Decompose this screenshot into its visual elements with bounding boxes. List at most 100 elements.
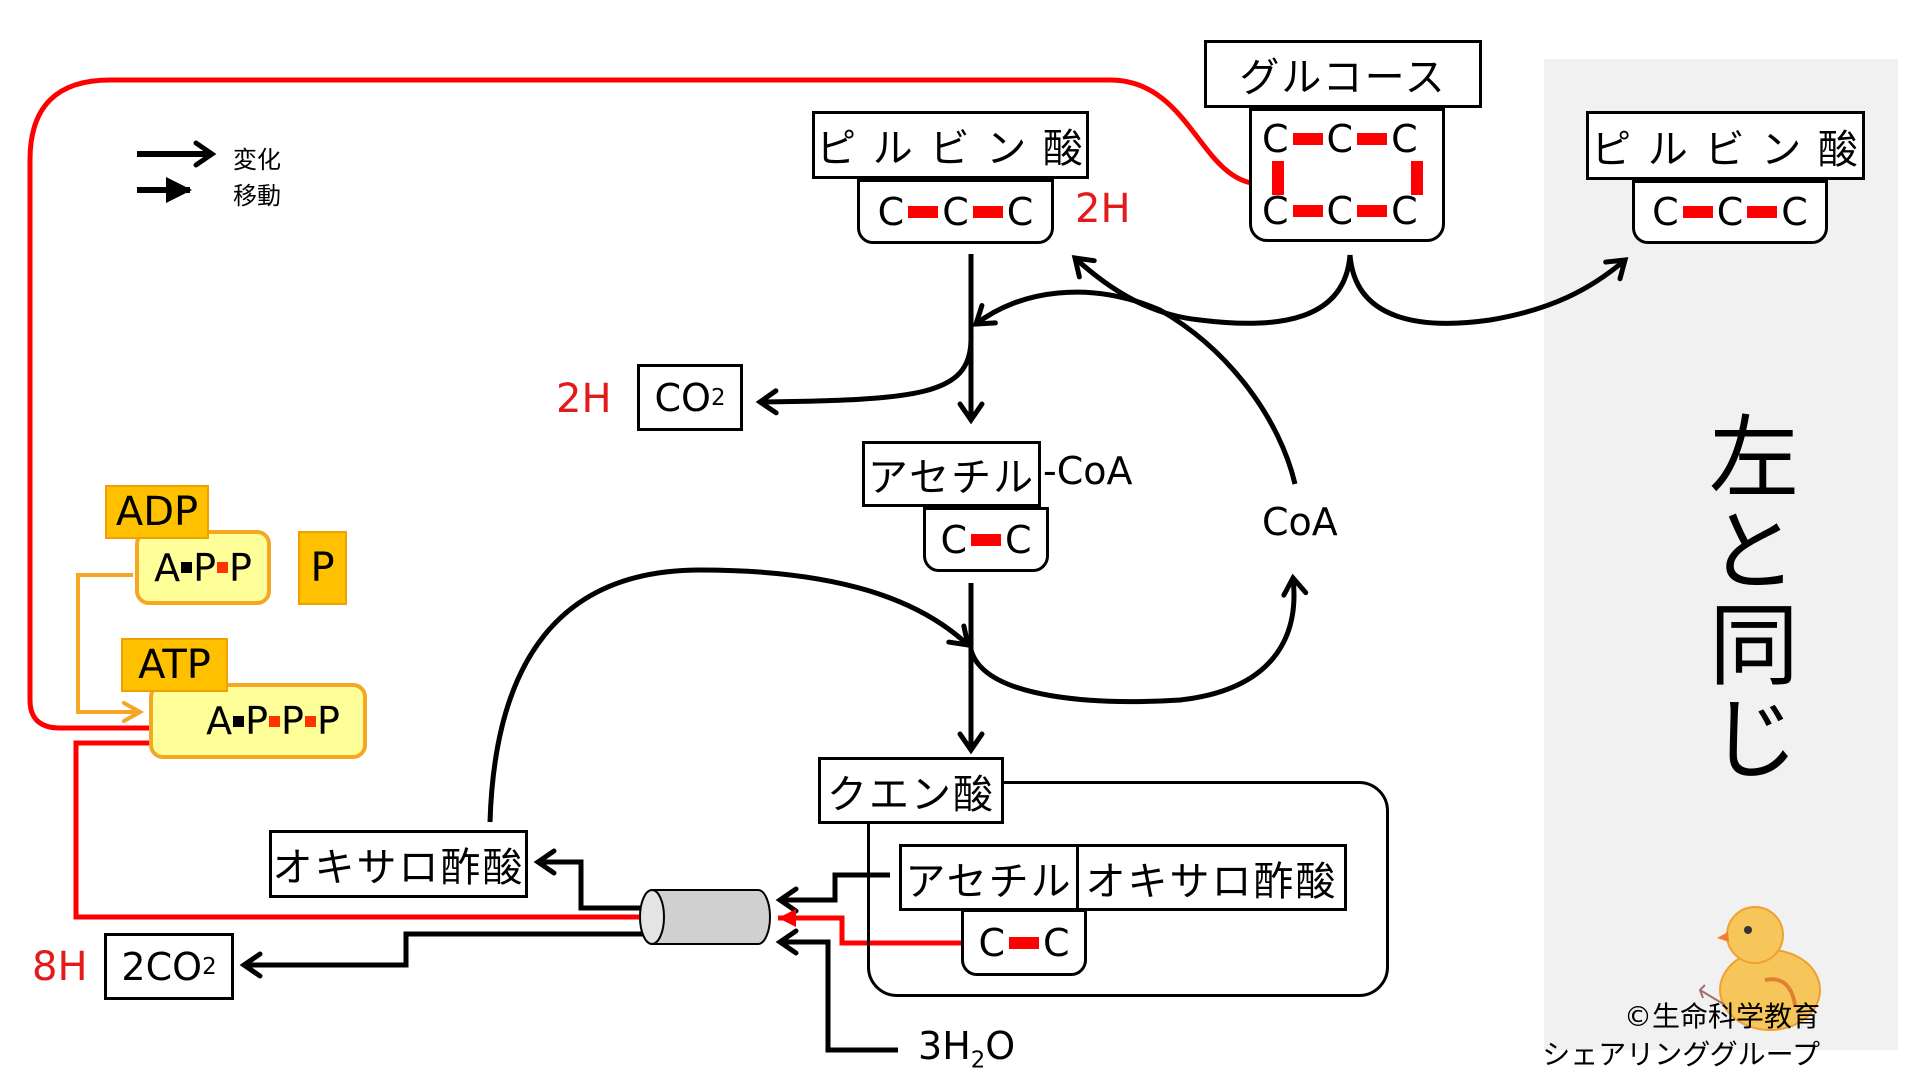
carbon-bond <box>1009 936 1039 949</box>
water-h: H <box>942 1024 971 1068</box>
co2-subscript: 2 <box>202 953 217 980</box>
release-coa-arrow <box>968 573 1309 705</box>
carbon-atom: C <box>940 517 967 562</box>
same-as-left-text: 左と同じ <box>1693 410 1798 786</box>
acetyl-to-cycle-arrow <box>775 872 890 914</box>
high-energy-bond <box>269 715 281 727</box>
adenosine: A <box>206 699 233 743</box>
citric-carbons: C C <box>978 921 1069 965</box>
carbon-atom: C <box>1005 517 1032 562</box>
cycle-to-oxaloacetate-arrow <box>533 848 652 911</box>
phosphate: P <box>245 699 269 743</box>
coa-recycle-arrow <box>972 289 1298 485</box>
citric-acid-label: クエン酸 <box>818 757 1004 824</box>
phosphate: P <box>229 545 252 590</box>
co2-hydrogen-label: 2H <box>556 376 612 422</box>
citric-oxaloacetate-part: オキサロ酢酸 <box>1076 844 1347 911</box>
acetyl-carbons: C C <box>940 518 1031 562</box>
coa-suffix: -CoA <box>1043 449 1133 493</box>
carbon-atom: C <box>1043 920 1070 965</box>
glucose-carbons-top: C C C <box>1262 117 1418 161</box>
carbon-atom: C <box>1781 190 1808 234</box>
carbon-bond <box>971 533 1001 546</box>
carbon-atom: C <box>1716 190 1744 234</box>
acetyl-carbon-box: C C <box>923 507 1049 572</box>
phosphate: P <box>281 699 304 743</box>
carbon-atom: C <box>1326 117 1354 161</box>
carbon-atom: C <box>1652 190 1679 234</box>
glucose-to-pyruvate-left-arrow <box>1071 254 1353 326</box>
chick-mascot-icon <box>1698 906 1821 1031</box>
co2-formula: CO <box>145 944 203 989</box>
cycle-to-co2-arrow <box>239 931 652 979</box>
pyruvate-right-carbons: C C C <box>1652 190 1808 234</box>
acetyl-label: アセチル <box>862 441 1041 507</box>
carbon-bond <box>1292 133 1323 145</box>
carbon-atom: C <box>1262 189 1289 233</box>
atp-tag: ATP <box>121 638 228 692</box>
carbon-atom: C <box>1391 189 1418 233</box>
carbon-atom: C <box>1262 117 1289 161</box>
hydrogen-transfer-line-top <box>27 77 1259 737</box>
phosphate: P <box>316 699 340 743</box>
normal-bond <box>233 715 245 727</box>
glucose-carbons-bottom: C C C <box>1262 189 1418 233</box>
tca-cycle-cylinder-icon <box>639 889 771 945</box>
citric-acid-container <box>867 781 1389 997</box>
oxaloacetate-label: オキサロ酢酸 <box>269 830 528 898</box>
co2-coefficient: 2 <box>121 944 146 989</box>
glucose-to-pyruvate-right-arrow <box>1347 254 1629 326</box>
glucose-label: グルコース <box>1204 40 1482 108</box>
normal-bond <box>181 562 193 573</box>
water-label: 3H2O <box>918 1024 1015 1074</box>
carbon-to-cycle-arrow <box>778 909 961 946</box>
carbon-bond <box>908 205 939 218</box>
water-o: O <box>985 1024 1016 1068</box>
co2-subscript: 2 <box>710 384 726 411</box>
carbon-bond-vertical <box>1272 161 1284 195</box>
carbon-bond <box>972 205 1003 218</box>
pyruvate-left-carbons: C C C <box>878 190 1034 234</box>
pyruvate-left-carbon-box: C C C <box>857 179 1054 244</box>
adp-tag: ADP <box>105 485 209 539</box>
carbon-bond <box>1682 206 1713 218</box>
oxaloacetate-to-citric-arrow <box>487 567 972 823</box>
carbon-bond-vertical <box>1411 161 1423 195</box>
carbon-atom: C <box>1326 189 1354 233</box>
water-to-cycle-arrow <box>775 928 898 1053</box>
co2-formula: CO <box>654 375 711 420</box>
phosphate-tag: P <box>298 531 347 605</box>
carbon-atom: C <box>978 920 1005 965</box>
copyright-line-1: ©生命科学教育 <box>1623 1000 1820 1033</box>
carbon-atom: C <box>942 189 969 234</box>
citric-acetyl-part: アセチル <box>899 844 1079 911</box>
glucose-carbon-box: C C C C C C <box>1249 108 1445 242</box>
pyruvate-left-label: ピ ル ビ ン 酸 <box>812 111 1089 179</box>
carbon-bond <box>1357 205 1388 217</box>
carbon-atom: C <box>877 189 905 234</box>
high-energy-bond <box>217 562 228 573</box>
citric-carbon-box: C C <box>961 909 1087 976</box>
legend-change-label: 変化 <box>233 146 281 174</box>
adp-to-atp-arrow <box>76 573 145 723</box>
carbon-bond <box>1747 206 1778 218</box>
water-coefficient: 3 <box>918 1024 943 1068</box>
legend-move-label: 移動 <box>233 182 281 210</box>
carbon-bond <box>1292 205 1323 217</box>
cycle-hydrogen-label: 8H <box>32 944 88 990</box>
copyright-line-2: シェアリンググループ <box>1542 1038 1820 1071</box>
coa-label: CoA <box>1262 500 1338 544</box>
to-co2-arrow <box>755 339 974 416</box>
phosphate: P <box>193 545 216 590</box>
carbon-atom: C <box>1006 189 1034 234</box>
pyruvate-hydrogen-label: 2H <box>1075 186 1131 232</box>
adenosine: A <box>154 545 181 590</box>
carbon-bond <box>1357 133 1388 145</box>
pyruvate-right-label: ピ ル ビ ン 酸 <box>1586 111 1865 180</box>
hydrogen-transfer-line-bottom <box>73 734 644 920</box>
